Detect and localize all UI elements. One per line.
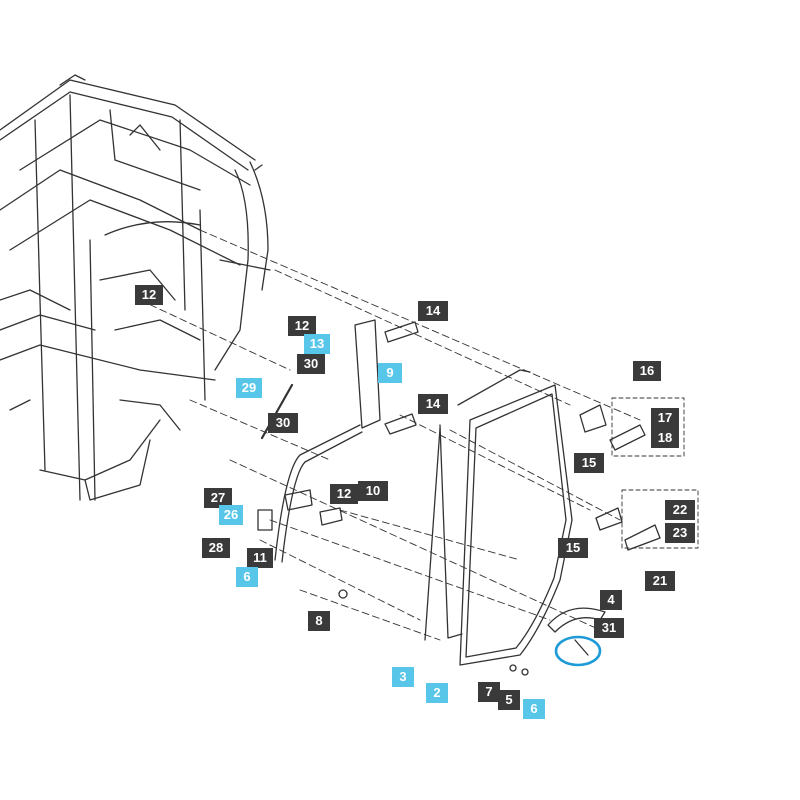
- callout-15: 15: [558, 538, 588, 558]
- callout-17: 17: [651, 408, 679, 428]
- callout-3: 3: [392, 667, 414, 687]
- callout-30: 30: [268, 413, 298, 433]
- door-glass-front-edge: [439, 424, 463, 639]
- callout-13: 13: [304, 334, 330, 354]
- callout-23: 23: [665, 523, 695, 543]
- handle-arm: [274, 424, 363, 563]
- door-glass-panel: [457, 369, 573, 666]
- gas-strut: [260, 383, 294, 440]
- callout-6: 6: [523, 699, 545, 719]
- callout-11: 11: [247, 548, 273, 568]
- callout-8: 8: [308, 611, 330, 631]
- callout-14: 14: [418, 394, 448, 414]
- latch-block: [257, 509, 273, 531]
- callout-9: 9: [378, 363, 402, 383]
- callout-15: 15: [574, 453, 604, 473]
- callout-6: 6: [236, 567, 258, 587]
- group-box-16: [611, 397, 685, 457]
- callout-12: 12: [330, 484, 358, 504]
- callout-18: 18: [651, 428, 679, 448]
- callout-16: 16: [633, 361, 661, 381]
- callout-21: 21: [645, 571, 675, 591]
- group-box-21: [621, 489, 699, 549]
- callout-10: 10: [358, 481, 388, 501]
- callout-29: 29: [236, 378, 262, 398]
- callout-12: 12: [288, 316, 316, 336]
- hinge-plate-lower: [595, 507, 623, 531]
- callout-26: 26: [219, 505, 243, 525]
- callout-4: 4: [600, 590, 622, 610]
- callout-12: 12: [135, 285, 163, 305]
- callout-5: 5: [498, 690, 520, 710]
- callout-2: 2: [426, 683, 448, 703]
- fastener-8: [338, 589, 348, 599]
- assembly-guide-lines: [139, 229, 641, 641]
- cab-frame: [0, 74, 271, 501]
- door-handle: [547, 607, 606, 633]
- hinge-arm: [354, 319, 419, 435]
- callout-28: 28: [202, 538, 230, 558]
- callout-31: 31: [594, 618, 624, 638]
- hinge-plate-upper: [579, 404, 607, 433]
- callout-14: 14: [418, 301, 448, 321]
- callout-22: 22: [665, 500, 695, 520]
- callout-30: 30: [297, 354, 325, 374]
- highlight-circle: [554, 635, 602, 667]
- callout-27: 27: [204, 488, 232, 508]
- callout-7: 7: [478, 682, 500, 702]
